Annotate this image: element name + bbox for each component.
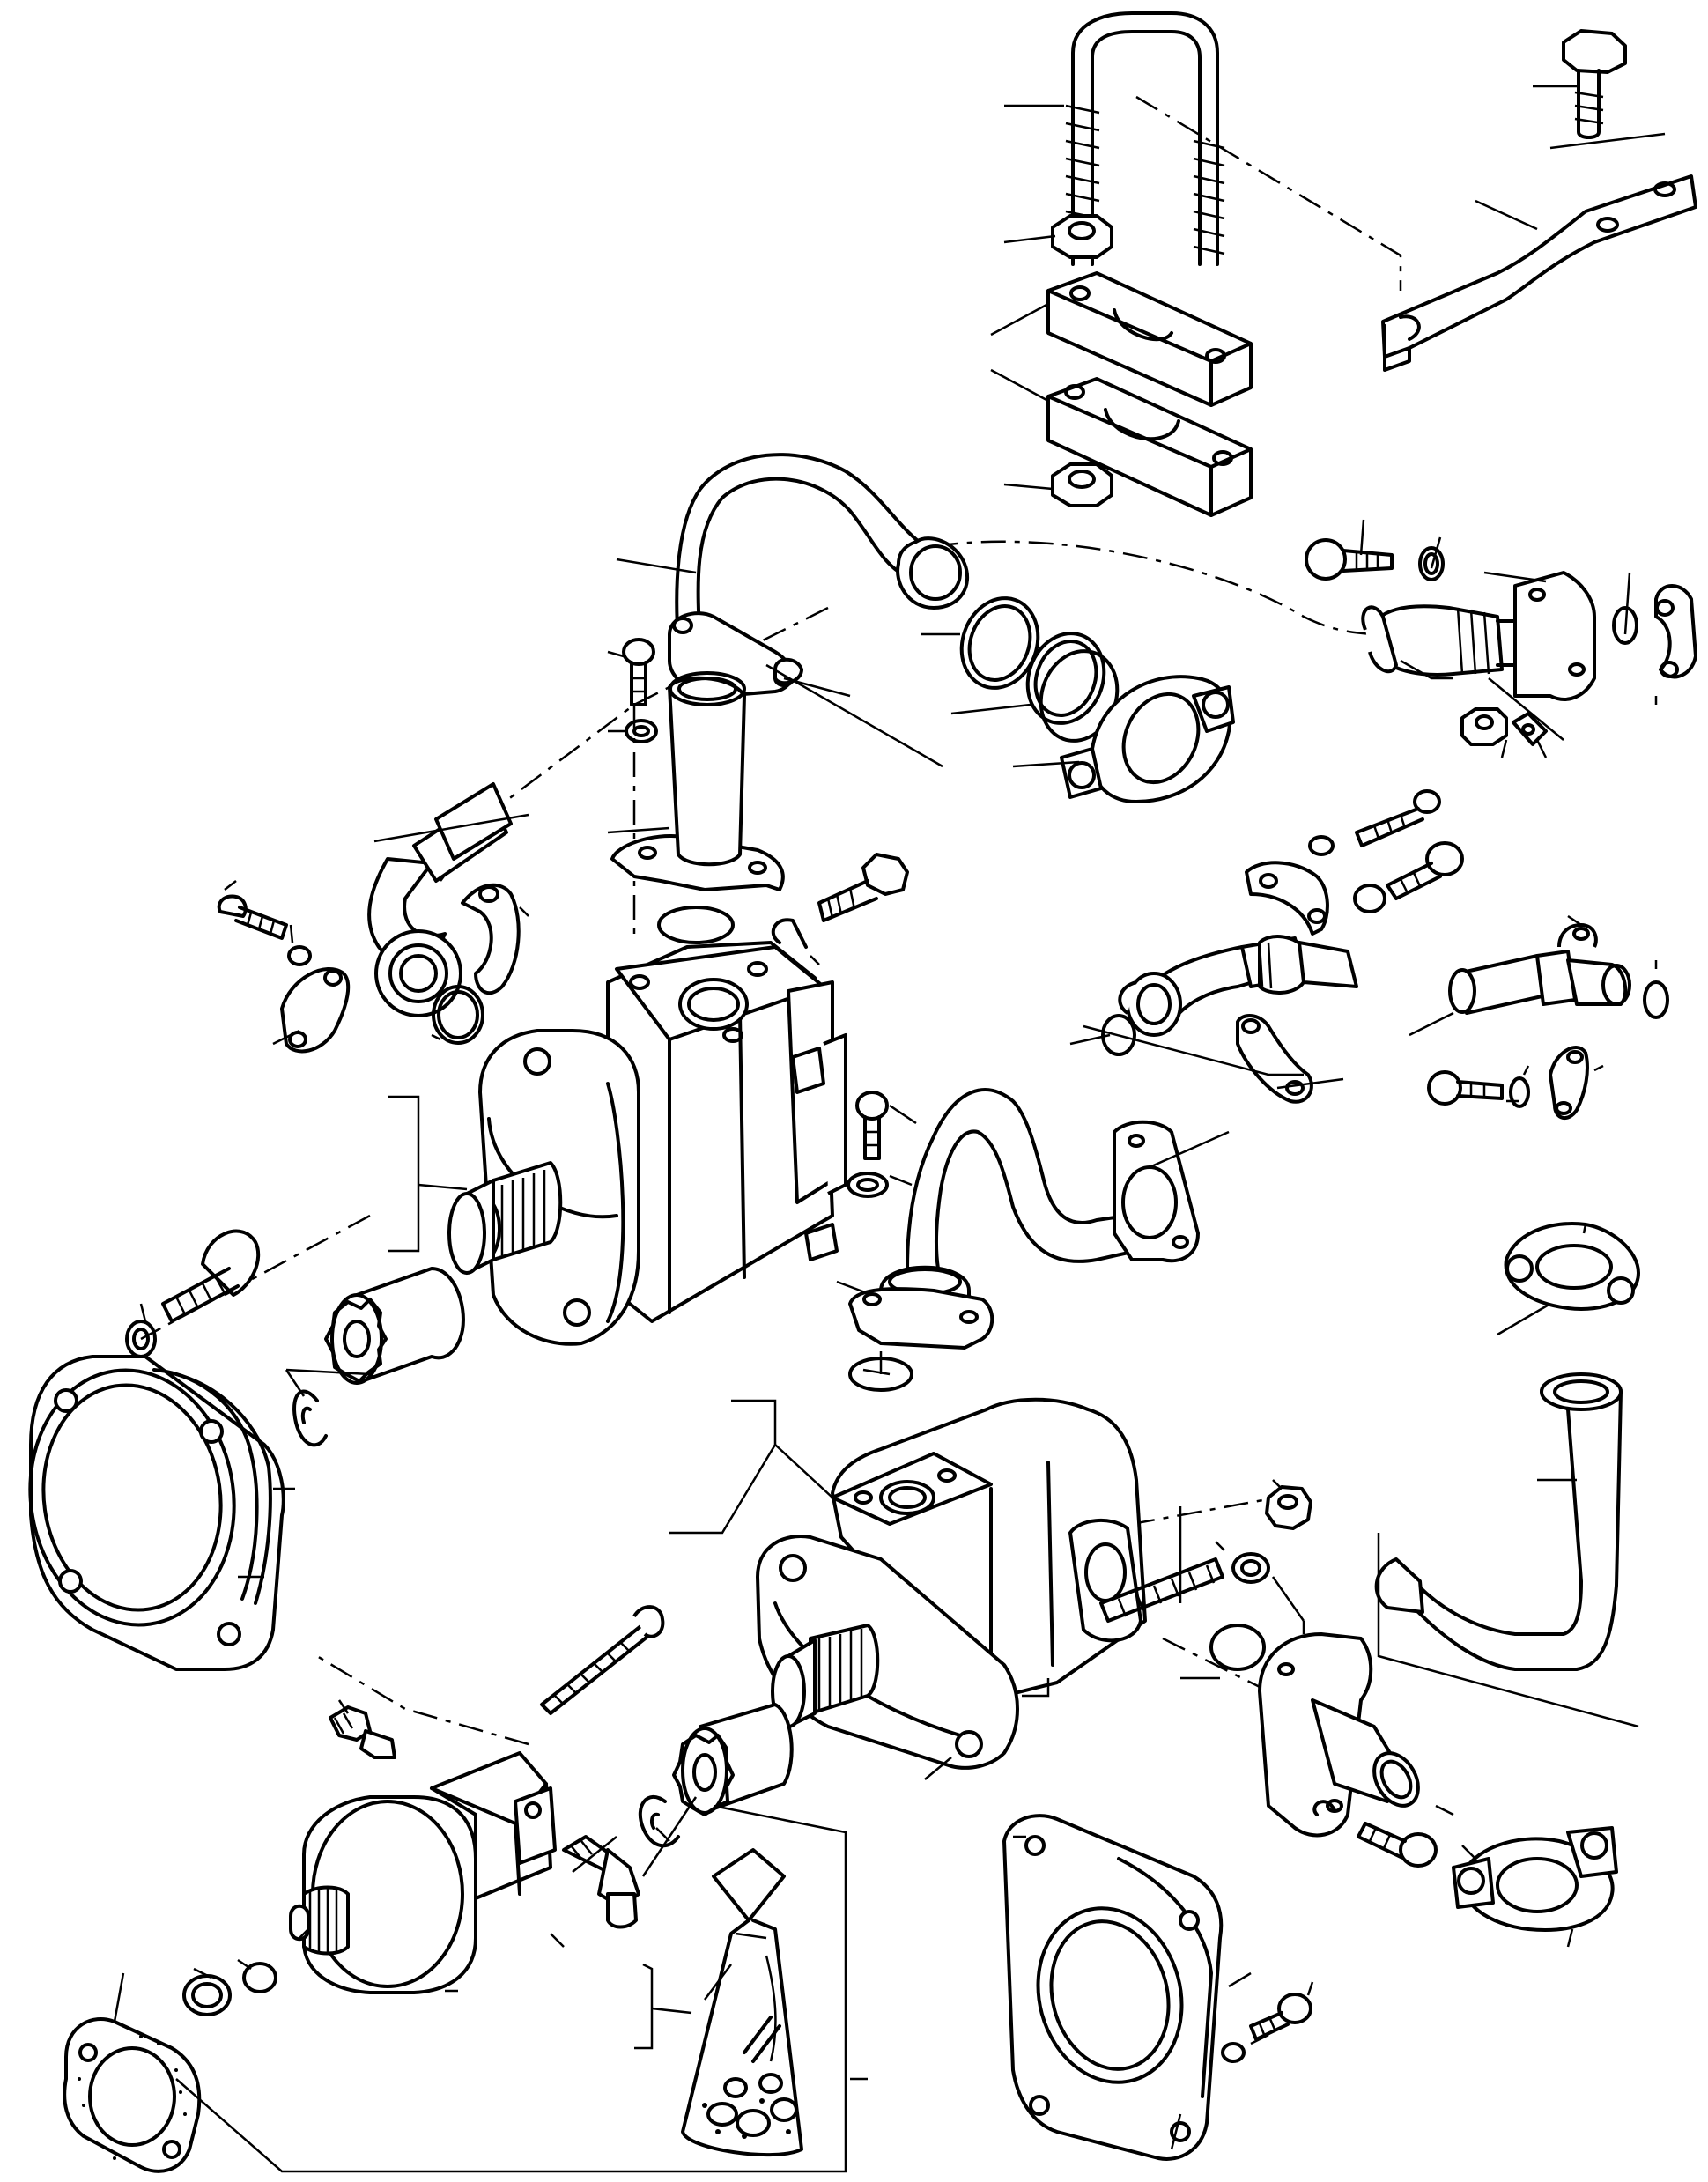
snap-ring (1231, 1552, 1270, 1584)
snap-ring (1221, 2042, 1246, 2063)
parts-bag (681, 1848, 803, 2157)
snap-ring (847, 1172, 889, 1198)
split-flange-clamp (1654, 584, 1697, 679)
second-pump (756, 1397, 1147, 1770)
split-flange-clamp (1236, 1014, 1313, 1104)
seal-ring (1353, 884, 1386, 913)
split-flange-clamp (1245, 861, 1329, 936)
hex-nut (1460, 707, 1508, 746)
socket-head-screw (161, 1229, 261, 1323)
coupling-sleeve (672, 1703, 794, 1816)
socket-head-screw (1305, 538, 1394, 581)
gasket (63, 2016, 202, 2173)
hex-nut (1051, 214, 1113, 259)
curved-pipe-center (848, 1088, 1200, 1350)
snap-ring (771, 918, 808, 949)
stud (1099, 1557, 1224, 1623)
seal-ring (1101, 1014, 1136, 1056)
seal-ring (432, 985, 484, 1045)
socket-head-screw (1355, 789, 1441, 847)
elbow-fitting (562, 1835, 640, 1929)
pipe-right (1374, 1372, 1623, 1671)
seal-ring (1643, 980, 1669, 1019)
drive-flange-lower (1002, 1814, 1224, 2161)
split-flange-clamp (461, 883, 521, 995)
hex-nut (1051, 462, 1113, 507)
callout-leaders (669, 1399, 833, 1535)
snap-ring (292, 1389, 328, 1447)
flange-connector (1361, 571, 1596, 701)
mounting-bracket (1381, 174, 1697, 372)
seal-ring (1209, 1624, 1266, 1671)
elbow-tube-upper (675, 453, 970, 681)
coupling-sleeve (324, 1267, 465, 1385)
snap-ring (1418, 546, 1445, 581)
socket-head-screw (622, 638, 655, 706)
hose-fitting-right (1118, 935, 1358, 1037)
hex-bolt-top (1562, 29, 1627, 139)
seal-ring (182, 1974, 232, 2016)
seal-ring (242, 1962, 277, 1993)
socket-head-screw (217, 894, 288, 940)
seal-ring (1612, 606, 1638, 645)
flange-connector (610, 671, 785, 891)
split-flange-clamp (1504, 1222, 1640, 1311)
snap-ring (1308, 835, 1335, 856)
callout-leaders (113, 85, 1666, 2173)
snap-ring (638, 1794, 680, 1848)
split-flange-clamp (1060, 675, 1235, 803)
seal-ring (848, 1357, 913, 1392)
pipe-clamp-block (1046, 377, 1253, 517)
callout-leaders (388, 1095, 468, 1253)
hex-nut (1265, 1485, 1312, 1530)
hose-fitting-left (367, 782, 513, 1017)
split-flange-clamp (280, 967, 351, 1054)
hose-clamp-lower (1452, 1826, 1618, 1932)
small-gear-pump (289, 1751, 557, 1994)
elbow-fitting (329, 1705, 396, 1759)
snap-ring (287, 945, 312, 966)
socket-head-screw (1386, 841, 1464, 900)
socket-head-screw (1427, 1070, 1504, 1106)
snap-ring (1512, 712, 1548, 746)
flange-connector (1258, 1632, 1420, 1838)
pipe-clamp-block (1046, 271, 1253, 407)
snap-ring (625, 719, 658, 743)
socket-head-screw (1357, 1822, 1438, 1868)
u-bolt (1065, 11, 1225, 266)
snap-ring (1509, 1076, 1530, 1108)
snap-ring (1312, 1800, 1336, 1816)
seal-ring (657, 906, 735, 944)
hose-fitting-right (1448, 923, 1631, 1015)
hex-bolt-top (817, 853, 909, 922)
main-pump (447, 941, 847, 1346)
split-flange-clamp (1549, 1046, 1589, 1120)
socket-head-screw (855, 1091, 889, 1160)
callout-leaders (1377, 1533, 1639, 1728)
socket-head-screw (1249, 1993, 1312, 2041)
stud (540, 1605, 665, 1715)
drive-flange-housing (28, 1355, 285, 1671)
